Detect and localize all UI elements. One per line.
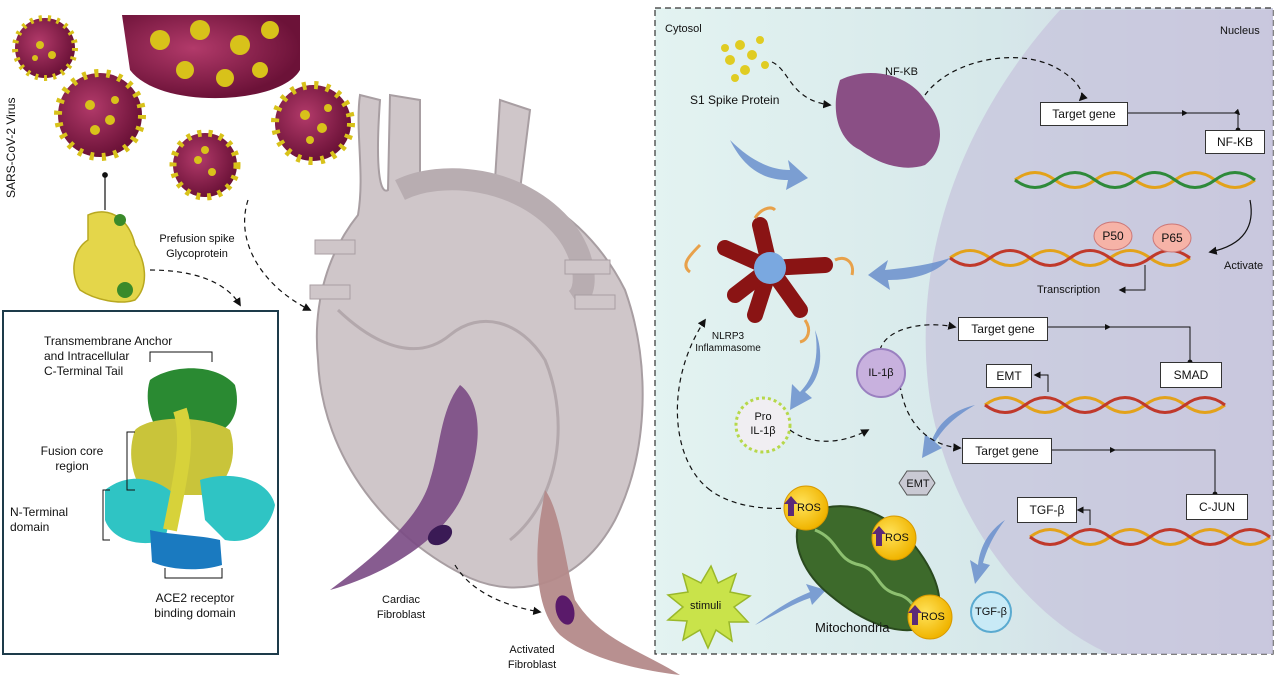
spike-glycoprotein bbox=[74, 212, 145, 302]
nfkb-complex-label: NF-KB bbox=[885, 65, 918, 80]
ace2-label: ACE2 receptor binding domain bbox=[135, 591, 255, 621]
p50-label: P50 bbox=[1099, 229, 1127, 244]
stimuli-label: stimuli bbox=[690, 599, 721, 614]
cardiac-fibroblast-label: Cardiac Fibroblast bbox=[366, 593, 436, 623]
n-terminal-label: N-Terminal domain bbox=[10, 505, 100, 535]
pro-il1b-label: Pro IL-1β bbox=[743, 410, 783, 438]
virus-to-heart-arrow bbox=[245, 200, 310, 310]
spike-to-structure-arrow bbox=[150, 270, 240, 305]
target-gene-3-box: Target gene bbox=[962, 438, 1052, 464]
ros-label-2: ROS bbox=[885, 531, 909, 546]
transcription-label: Transcription bbox=[1037, 283, 1100, 298]
s1-spike-label: S1 Spike Protein bbox=[690, 93, 779, 108]
target-gene-1-box: Target gene bbox=[1040, 102, 1128, 126]
activated-fibroblast-label: Activated Fibroblast bbox=[497, 643, 567, 673]
mitochondria-label: Mitochondria bbox=[815, 620, 889, 635]
virus-label: SARS-CoV-2 Virus bbox=[4, 98, 18, 198]
p65-label: P65 bbox=[1158, 231, 1186, 246]
transmembrane-label: Transmembrane Anchor and Intracellular C… bbox=[44, 334, 214, 379]
tgfb-circle-label: TGF-β bbox=[971, 605, 1011, 620]
ros-label-1: ROS bbox=[797, 501, 821, 516]
fusion-core-label: Fusion core region bbox=[22, 444, 122, 474]
target-gene-2-box: Target gene bbox=[958, 317, 1048, 341]
heart-illustration bbox=[310, 95, 643, 587]
tgfb-box: TGF-β bbox=[1017, 497, 1077, 523]
smad-box: SMAD bbox=[1160, 362, 1222, 388]
spike-label: Prefusion spike Glycoprotein bbox=[142, 232, 252, 262]
il1b-label: IL-1β bbox=[862, 366, 900, 381]
cjun-box: C-JUN bbox=[1186, 494, 1248, 520]
activate-label: Activate bbox=[1224, 259, 1263, 274]
virus-cluster bbox=[15, 15, 351, 210]
virus-particle-large bbox=[122, 15, 300, 98]
emt-hexagon-label: EMT bbox=[903, 477, 933, 492]
emt-box: EMT bbox=[986, 364, 1032, 388]
nucleus-label: Nucleus bbox=[1220, 24, 1260, 39]
nfkb-box: NF-KB bbox=[1205, 130, 1265, 154]
cytosol-label: Cytosol bbox=[665, 22, 702, 37]
nlrp3-label: NLRP3 Inflammasome bbox=[688, 331, 768, 355]
ros-label-3: ROS bbox=[921, 610, 945, 625]
